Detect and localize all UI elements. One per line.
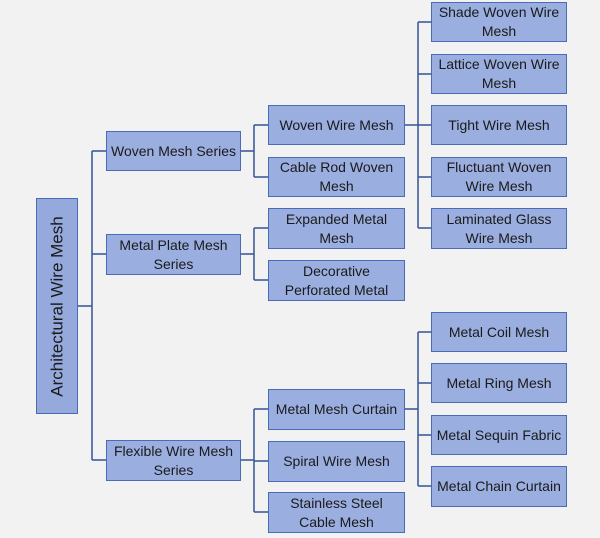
node-laminated-glass-wire-mesh: Laminated Glass Wire Mesh	[431, 208, 567, 249]
node-expanded-metal-mesh: Expanded Metal Mesh	[268, 208, 405, 249]
node-metal-ring-mesh: Metal Ring Mesh	[431, 363, 567, 403]
node-tight-wire-mesh: Tight Wire Mesh	[431, 105, 567, 145]
node-fluctuant-woven-wire-mesh: Fluctuant Woven Wire Mesh	[431, 157, 567, 197]
node-metal-sequin-fabric: Metal Sequin Fabric	[431, 415, 567, 455]
root-label: Architectural Wire Mesh	[47, 215, 67, 397]
node-lattice-woven-wire-mesh: Lattice Woven Wire Mesh	[431, 54, 567, 94]
node-decorative-perforated-metal: Decorative Perforated Metal	[268, 260, 405, 301]
node-shade-woven-wire-mesh: Shade Woven Wire Mesh	[431, 2, 567, 42]
node-metal-chain-curtain: Metal Chain Curtain	[431, 466, 567, 507]
node-metal-coil-mesh: Metal Coil Mesh	[431, 312, 567, 352]
root-node: Architectural Wire Mesh	[36, 198, 78, 414]
node-flexible-wire-mesh-series: Flexible Wire Mesh Series	[106, 440, 241, 481]
node-metal-mesh-curtain: Metal Mesh Curtain	[268, 389, 405, 430]
node-metal-plate-mesh-series: Metal Plate Mesh Series	[106, 234, 241, 275]
node-stainless-steel-cable-mesh: Stainless Steel Cable Mesh	[268, 492, 405, 533]
node-woven-wire-mesh: Woven Wire Mesh	[268, 105, 405, 145]
node-woven-mesh-series: Woven Mesh Series	[106, 131, 241, 171]
node-spiral-wire-mesh: Spiral Wire Mesh	[268, 441, 405, 482]
node-cable-rod-woven-mesh: Cable Rod Woven Mesh	[268, 157, 405, 197]
